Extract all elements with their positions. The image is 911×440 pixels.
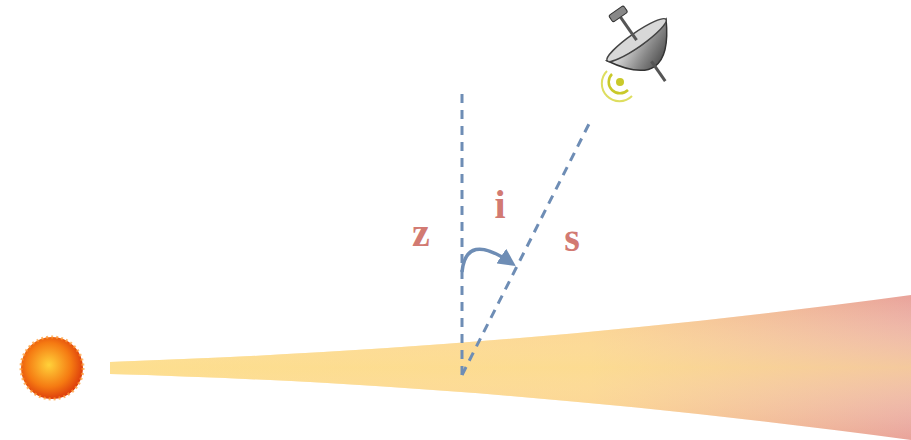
normal-line: [461, 92, 464, 375]
signal-symbol: [602, 71, 632, 101]
angle-arc: [462, 249, 510, 272]
sun: [21, 337, 83, 399]
sun-corona: [21, 337, 83, 399]
axis-label: i: [494, 185, 505, 225]
sightline: [462, 118, 592, 375]
axis-label: z: [412, 213, 430, 253]
disk-glow: [110, 295, 911, 440]
axis-label: s: [564, 218, 580, 258]
dish-antenna: [586, 0, 694, 102]
disk: [110, 295, 911, 440]
